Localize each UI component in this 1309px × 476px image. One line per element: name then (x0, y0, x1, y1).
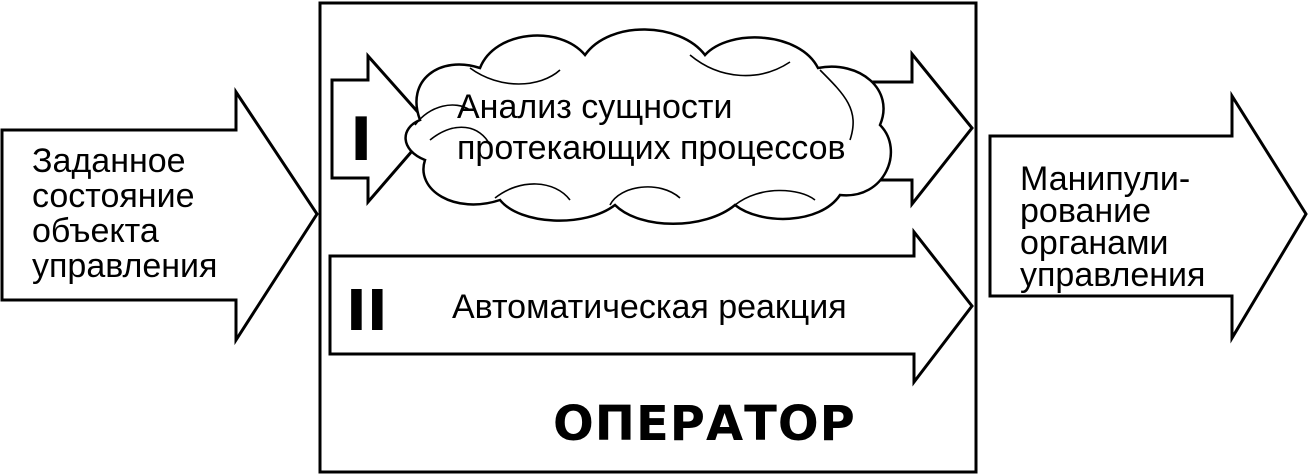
output-text-line: органами (1020, 224, 1168, 262)
operator-label: ОПЕРАТОР (553, 396, 856, 452)
analysis-cloud (404, 28, 892, 225)
input-text-line: объекта (32, 212, 159, 250)
path1-text-line: Анализ сущности (457, 88, 732, 126)
path1-arrow-left (330, 52, 434, 207)
input-text-line: состояние (32, 177, 194, 215)
output-text-line: Манипули- (1020, 160, 1190, 198)
path1-text-line: протекающих процессов (457, 129, 846, 167)
input-text-line: Заданное (32, 142, 186, 180)
output-arrow (988, 90, 1308, 344)
input-text: Заданное состояние объекта управления (32, 142, 217, 285)
path2-numeral: II (346, 279, 388, 344)
input-text-line: управления (32, 247, 217, 285)
path1-text: Анализ сущности протекающих процессов (457, 88, 846, 167)
output-text-line: рование (1020, 192, 1151, 230)
output-text-line: управления (1020, 256, 1205, 294)
path1-numeral: I (350, 105, 372, 175)
path2-arrow (328, 227, 974, 387)
input-arrow (0, 87, 319, 346)
path2-text: Автоматическая реакция (452, 288, 847, 326)
output-text: Манипули- рование органами управления (1020, 160, 1205, 294)
